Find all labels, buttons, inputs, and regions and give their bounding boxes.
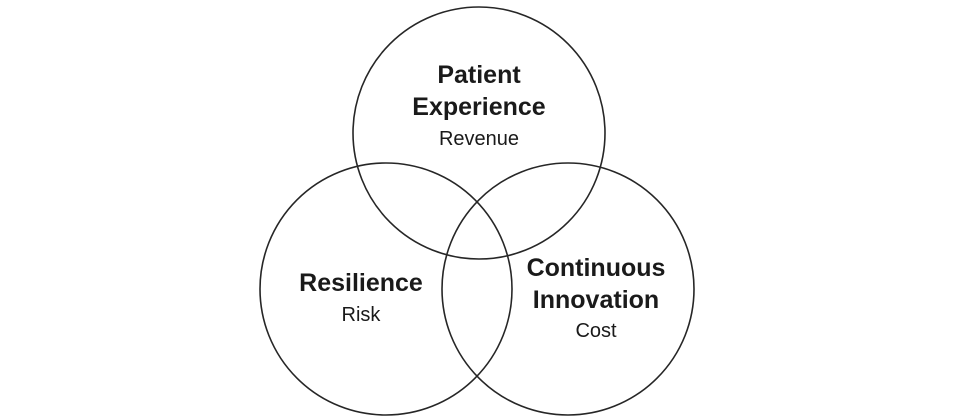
label-continuous-innovation-title-line-1: Continuous bbox=[527, 254, 666, 282]
label-continuous-innovation-title-line-2: Innovation bbox=[533, 286, 659, 314]
label-resilience-title: Resilience bbox=[299, 269, 423, 297]
circle-continuous-innovation bbox=[441, 162, 695, 416]
circle-patient-experience bbox=[352, 6, 606, 260]
label-patient-experience-subtitle: Revenue bbox=[439, 128, 519, 150]
label-patient-experience-title-line-2: Experience bbox=[412, 93, 546, 121]
label-patient-experience-title-line-1: Patient bbox=[437, 61, 521, 89]
label-resilience-subtitle: Risk bbox=[342, 304, 382, 326]
circle-resilience bbox=[259, 162, 513, 416]
label-continuous-innovation-subtitle: Cost bbox=[575, 320, 617, 342]
